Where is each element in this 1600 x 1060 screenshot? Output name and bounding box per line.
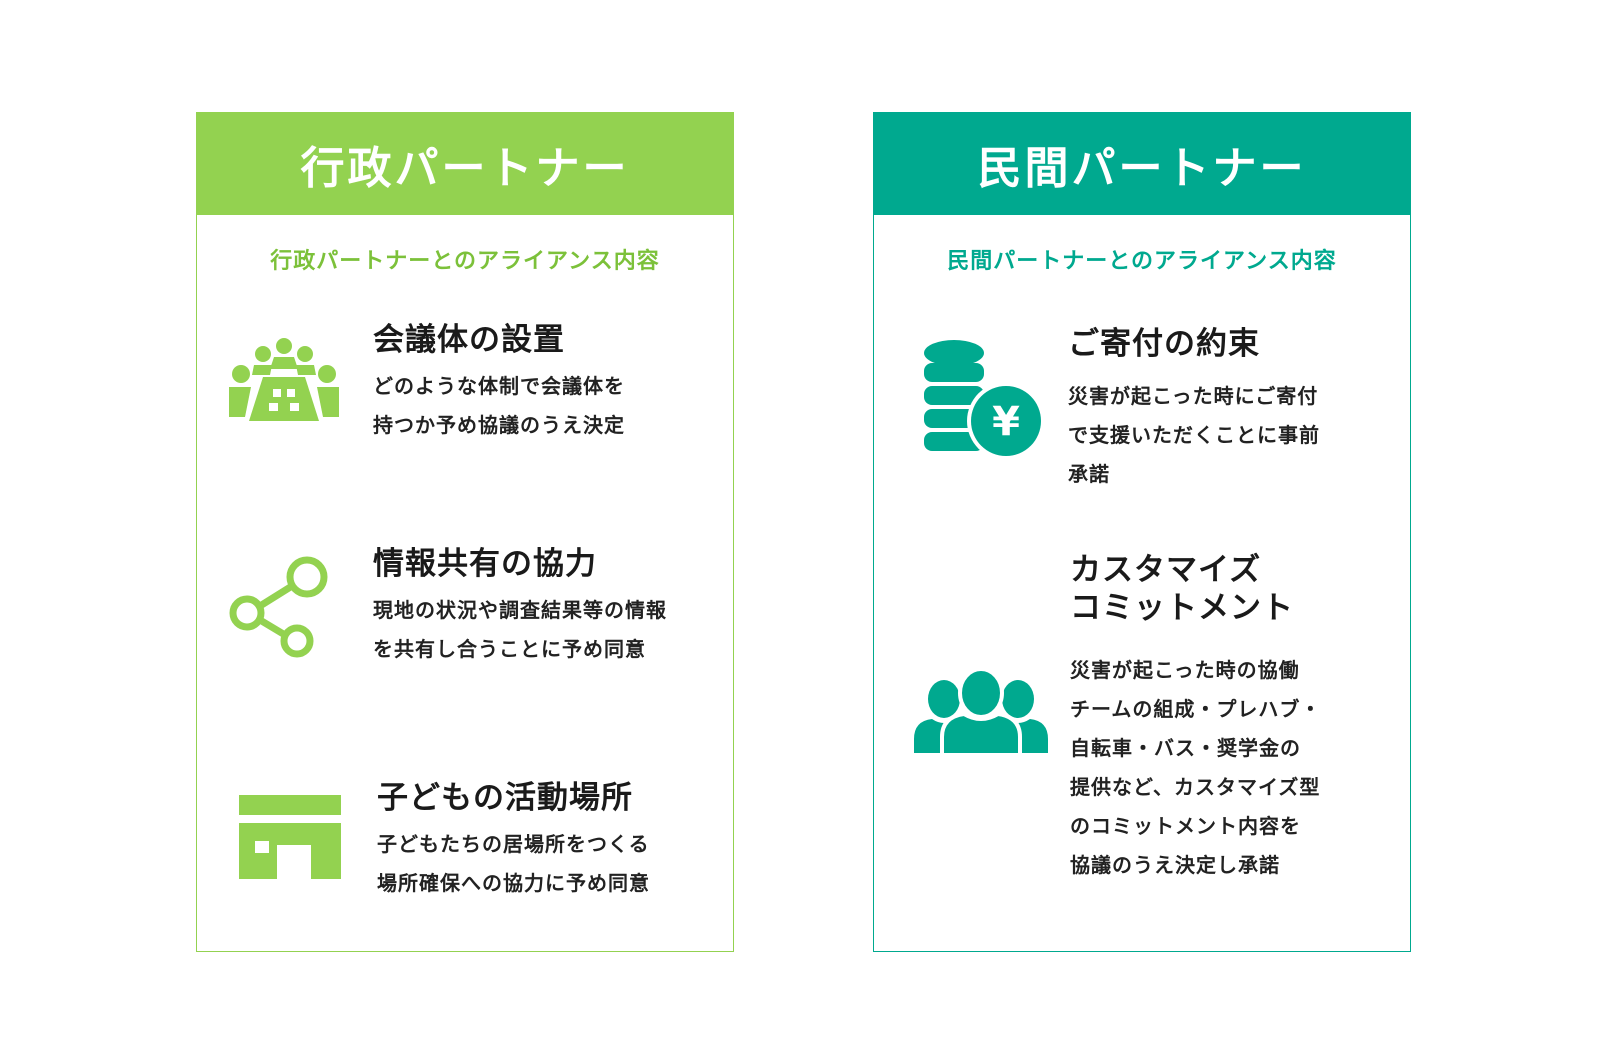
item-description: 現地の状況や調査結果等の情報 を共有し合うことに予め同意 (373, 598, 667, 661)
government-partner-card: 行政パートナー 行政パートナーとのアライアンス内容 (196, 112, 734, 952)
svg-text:¥: ¥ (992, 399, 1020, 445)
item-description: 災害が起こった時の協働 チームの組成・プレハブ・ 自転車・バス・奨学金の 提供な… (1070, 658, 1322, 877)
private-partner-card: 民間パートナー 民間パートナーとのアライアンス内容 ¥ ご寄付の約束 災害が起こ… (873, 112, 1411, 952)
item-description: 子どもたちの居場所をつくる 場所確保への協力に予め同意 (377, 832, 650, 895)
item-heading: 子どもの活動場所 (377, 780, 633, 816)
item-heading: 情報共有の協力 (373, 546, 597, 582)
government-partner-subtitle: 行政パートナーとのアライアンス内容 (270, 249, 660, 274)
item-description: どのような体制で会議体を 持つか予め協議のうえ決定 (373, 374, 625, 437)
people-group-icon (914, 667, 1048, 757)
share-icon (229, 555, 329, 663)
private-partner-title: 民間パートナー (874, 113, 1410, 215)
meeting-table-icon (229, 337, 339, 437)
building-icon (239, 795, 341, 883)
item-heading: 会議体の設置 (373, 322, 565, 358)
government-partner-title: 行政パートナー (197, 113, 733, 215)
yen-coins-icon: ¥ (924, 339, 1046, 465)
private-partner-subtitle: 民間パートナーとのアライアンス内容 (947, 249, 1337, 274)
item-heading: カスタマイズ コミットメント (1070, 552, 1294, 626)
item-heading: ご寄付の約束 (1068, 326, 1260, 362)
item-description: 災害が起こった時にご寄付 で支援いただくことに事前 承諾 (1068, 384, 1320, 486)
